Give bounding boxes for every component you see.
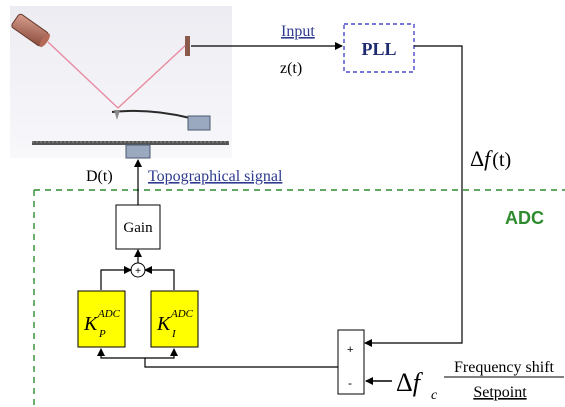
summing-junction-plus: + [135,266,141,277]
illustration-background [10,6,232,158]
comparator-block [337,329,365,395]
kp-block [77,290,126,348]
error-to-ki-line [145,348,178,359]
input-label: Input [281,23,315,40]
delta-f-t-label: Δf(t) [470,146,511,171]
sample-stage-icon [32,141,229,145]
comparator-minus: - [348,376,352,390]
delta-fc-subscript: c [431,388,438,403]
piezo-scanner-icon [125,144,151,159]
gain-label: Gain [123,220,153,236]
cantilever-chip-icon [187,115,211,131]
adc-boundary [33,189,565,407]
ki-block [150,290,199,348]
ki-output-line [144,266,175,290]
d-t-label: D(t) [86,168,113,185]
delta-f-signal-line [364,45,463,347]
photodetector-icon [185,36,190,56]
gain-block [115,204,161,250]
ki-subscript: I [171,328,177,340]
frequency-shift-label: Frequency shift [454,359,555,376]
ki-label: K [156,313,172,335]
laser-source-icon [11,13,50,48]
kp-superscript: ADC [97,308,121,320]
tip-icon [114,110,120,120]
ki-superscript: ADC [170,308,194,320]
topographical-signal-label: Topographical signal [148,168,283,185]
pll-block [343,23,415,73]
comparator-plus: + [347,344,353,356]
setpoint-label: Setpoint [473,384,527,401]
afm-illustration [10,6,232,159]
incident-laser-beam [47,41,119,109]
pll-label: PLL [361,39,396,59]
error-to-kp-line [97,348,338,368]
reflected-laser-beam [117,43,188,109]
kp-subscript: P [98,328,106,340]
z-t-label: z(t) [280,60,302,77]
kp-label: K [83,313,99,335]
adc-region-label: ADC [505,208,544,228]
kp-output-line [100,266,132,290]
delta-fc-label: Δf [396,368,424,397]
